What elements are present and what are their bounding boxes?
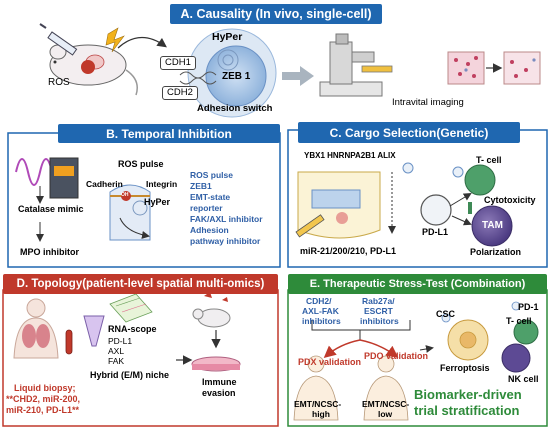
cdh2-inhib-line-3: inhibitors <box>302 316 341 326</box>
emt-low-line-2: low <box>378 409 393 419</box>
hyper-b-label: HyPer <box>144 197 171 207</box>
nk-cell-label: NK cell <box>508 374 539 384</box>
marker-axl: AXL <box>108 346 125 356</box>
cdh2-inhib-line-1: CDH2/ <box>306 296 332 306</box>
pdl1-cell-icon <box>420 194 452 226</box>
cdh2-label: CDH2 <box>162 86 198 100</box>
mpo-label: MPO inhibitor <box>20 247 79 257</box>
hybrid-label: Hybrid (E/M) niche <box>90 370 170 380</box>
cadherin-cell-icon <box>109 184 151 241</box>
cdh1-label: CDH1 <box>160 56 196 70</box>
liquid-biopsy-line-1: Liquid biopsy; <box>14 383 76 393</box>
cadherin-label: Cadherin <box>86 179 123 189</box>
emt-low-line-1: EMT/NCSC- <box>362 399 410 409</box>
pd1-label: PD-1 <box>518 302 539 312</box>
spatial-heatmap-icon <box>109 293 153 323</box>
rat-icon <box>192 308 231 328</box>
rnascope-label: RNA-scope <box>108 324 157 334</box>
emt-high-line-2: high <box>312 409 330 419</box>
pdx-label: PDX validation <box>298 357 362 367</box>
tcell-e-icon <box>513 319 539 345</box>
rab27-line-2: ESCRT <box>364 306 393 316</box>
tcell-c-icon <box>464 164 496 196</box>
b-list-item-5: Adhesion <box>190 225 229 235</box>
oh-label: OH <box>121 192 129 198</box>
adhesion-switch-label: Adhesion switch <box>197 103 273 114</box>
liquid-biopsy-line-2: **CHD2, miR-200, <box>6 394 81 404</box>
cdh2-inhib-line-2: AXL-FAK <box>302 306 339 316</box>
marker-fak: FAK <box>108 356 125 366</box>
pdl1-c-label: PD-L1 <box>422 227 449 237</box>
csc-cell-icon <box>447 319 489 361</box>
patient-low-icon <box>363 355 409 421</box>
blood-tube-icon <box>65 329 73 355</box>
cell-icon <box>187 28 277 118</box>
mirna-label: miR-21/200/210, PD-L1 <box>300 246 397 256</box>
b-list-item-3: reporter <box>190 203 223 213</box>
syringe-icon <box>39 23 78 56</box>
polarization-label: Polarization <box>470 247 522 257</box>
b-list-item-2: EMT-state <box>190 192 231 202</box>
b-list-item-6: pathway inhibitor <box>190 236 261 246</box>
liquid-biopsy-line-3: miR-210, PD-L1** <box>6 405 80 415</box>
person-lungs-icon <box>13 298 59 359</box>
patient-high-icon <box>293 355 339 421</box>
b-list-item-0: ROS pulse <box>190 170 233 180</box>
ros-pulse-label: ROS pulse <box>118 159 164 169</box>
panel-c-header: C. Cargo Selection(Genetic) <box>298 122 520 143</box>
hyper-label: HyPer <box>212 31 243 43</box>
tam-label: TAM <box>482 220 503 231</box>
emt-high-line-1: EMT/NCSC- <box>294 399 342 409</box>
ferroptosis-label: Ferroptosis <box>440 363 490 373</box>
petri-dish-icon <box>191 356 241 372</box>
integrin-label: Integrin <box>146 179 178 189</box>
microscope-icon <box>319 33 393 97</box>
syringe-c-icon <box>295 214 325 238</box>
pdo-label: PDO validation <box>364 351 429 361</box>
rab27-line-1: Rab27a/ <box>362 296 395 306</box>
nk-cell-icon <box>501 343 531 373</box>
ros-label: ROS <box>48 77 70 88</box>
panel-b-header: B. Temporal Inhibition <box>58 124 280 143</box>
lightning-icon <box>105 27 125 53</box>
tissue-image-1 <box>447 51 485 85</box>
tube-icon <box>83 315 105 347</box>
immune-label-1: Immune <box>202 377 237 387</box>
tcell-c-label: T- cell <box>476 155 502 165</box>
biomarker-line-1: Biomarker-driven <box>414 387 522 402</box>
rab27-line-3: inhibitors <box>360 316 399 326</box>
tissue-image-2 <box>503 51 541 85</box>
catalase-bottle-icon <box>49 157 79 199</box>
marker-pdl1: PD-L1 <box>108 336 133 346</box>
immune-label-2: evasion <box>202 388 236 398</box>
csc-label: CSC <box>436 309 456 319</box>
b-list-item-1: ZEB1 <box>190 181 212 191</box>
catalase-label: Catalase mimic <box>18 204 84 214</box>
panel-a-header: A. Causality (In vivo, single-cell) <box>170 4 382 24</box>
panel-e-header: E. Therapeutic Stress-Test (Combination) <box>288 274 547 294</box>
proteins-label: YBX1 HNRNPA2B1 ALIX <box>304 151 396 160</box>
tam-icon <box>471 205 513 247</box>
zeb1-label: ZEB 1 <box>222 71 251 82</box>
panel-d-header: D. Topology(patient-level spatial multi-… <box>3 274 278 294</box>
exosome-icon <box>402 162 414 174</box>
cytotoxicity-label: Cytotoxicity <box>484 195 536 205</box>
intravital-label: Intravital imaging <box>392 97 464 108</box>
tcell-e-label: T- cell <box>506 316 532 326</box>
b-list-item-4: FAK/AXL inhibitor <box>190 214 263 224</box>
biomarker-line-2: trial stratification <box>414 403 520 418</box>
